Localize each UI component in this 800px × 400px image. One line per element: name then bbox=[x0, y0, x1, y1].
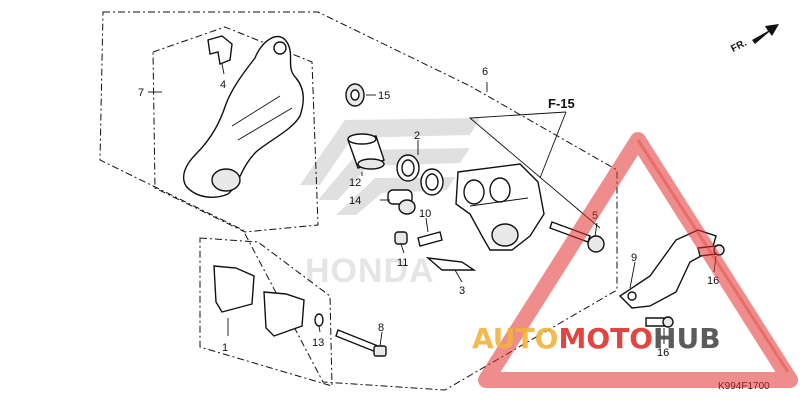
pad-set-outline bbox=[199, 237, 333, 387]
brand-watermark-text: AUTOMOTOHUB bbox=[472, 322, 721, 355]
caliper-bracket-part-7 bbox=[182, 35, 304, 198]
part-number-labels: 1 2 3 4 5 6 7 8 9 10 11 12 13 14 15 16 1… bbox=[138, 66, 719, 359]
assembly-outlines bbox=[99, 11, 618, 391]
caliper-body bbox=[455, 163, 545, 251]
piston-seals-part-2 bbox=[396, 154, 444, 196]
label-part-3: 3 bbox=[459, 285, 465, 297]
leader-lines bbox=[148, 63, 717, 347]
piston-part-12 bbox=[347, 133, 385, 170]
bracket-subassembly-outline bbox=[152, 26, 319, 233]
bleeder-cap-part-11 bbox=[394, 231, 408, 245]
reference-f15: F-15 bbox=[548, 96, 575, 111]
label-part-1: 1 bbox=[222, 342, 228, 354]
pad-clip-part-4 bbox=[207, 35, 233, 65]
label-part-10: 10 bbox=[419, 208, 431, 220]
brake-pads-part-1 bbox=[213, 265, 305, 337]
front-arrow-icon bbox=[752, 24, 779, 44]
front-direction-indicator: FR. bbox=[729, 24, 779, 55]
label-part-12: 12 bbox=[349, 177, 361, 189]
boot-part-15 bbox=[345, 83, 365, 107]
label-part-13: 13 bbox=[312, 337, 324, 349]
honda-watermark-text: HONDA bbox=[305, 252, 435, 290]
bleeder-screw-part-10 bbox=[417, 231, 443, 247]
caliper-assembly-outline bbox=[99, 11, 618, 391]
automotohub-watermark: AUTOMOTOHUB bbox=[472, 132, 798, 388]
label-part-15: 15 bbox=[378, 90, 390, 102]
pin-bolt-part-14 bbox=[387, 189, 416, 215]
front-indicator-text: FR. bbox=[729, 37, 749, 54]
label-part-7: 7 bbox=[138, 87, 144, 99]
label-part-9: 9 bbox=[631, 252, 637, 264]
bolt-part-16-lower bbox=[645, 316, 674, 328]
label-part-14: 14 bbox=[349, 195, 361, 207]
label-part-11: 11 bbox=[397, 257, 408, 269]
label-part-4: 4 bbox=[220, 79, 226, 91]
pin-clip-part-13 bbox=[314, 313, 324, 327]
label-part-6: 6 bbox=[482, 66, 488, 78]
pad-spring-part-3 bbox=[425, 257, 477, 271]
label-part-16-lower: 16 bbox=[657, 347, 669, 359]
warning-triangle-icon bbox=[478, 132, 798, 388]
label-part-2: 2 bbox=[414, 130, 420, 142]
pad-pin-part-8 bbox=[335, 329, 387, 357]
label-part-8: 8 bbox=[378, 322, 384, 334]
